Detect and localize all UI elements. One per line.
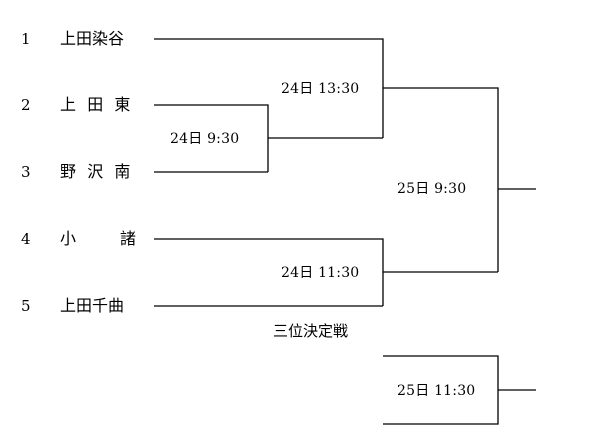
team-name: 上田千曲 [60, 296, 125, 315]
line-team-1 [154, 38, 384, 138]
third-place-label: 三位決定戦 [273, 322, 349, 340]
match-time: 25日 9:30 [397, 181, 467, 197]
team-name: 野沢南 [60, 162, 142, 181]
line-team-4 [154, 238, 384, 306]
line-semi-1-out [383, 87, 499, 272]
team-name-char: 小 [60, 229, 77, 248]
match-time: 24日 9:30 [170, 131, 240, 147]
seed-number: 4 [21, 230, 31, 248]
team-name: 小諸 [60, 231, 136, 247]
match-time: 24日 13:30 [281, 81, 360, 97]
seed-number: 3 [21, 163, 31, 181]
seed-number: 2 [21, 96, 31, 114]
match-time: 24日 11:30 [281, 265, 360, 281]
line-team-2 [154, 104, 269, 172]
seed-number: 5 [21, 297, 31, 315]
match-time: 25日 11:30 [397, 383, 476, 399]
team-name: 上田東 [60, 95, 142, 114]
team-name: 上田染谷 [60, 29, 125, 48]
seed-number: 1 [21, 30, 31, 48]
team-name-char: 諸 [120, 229, 137, 248]
